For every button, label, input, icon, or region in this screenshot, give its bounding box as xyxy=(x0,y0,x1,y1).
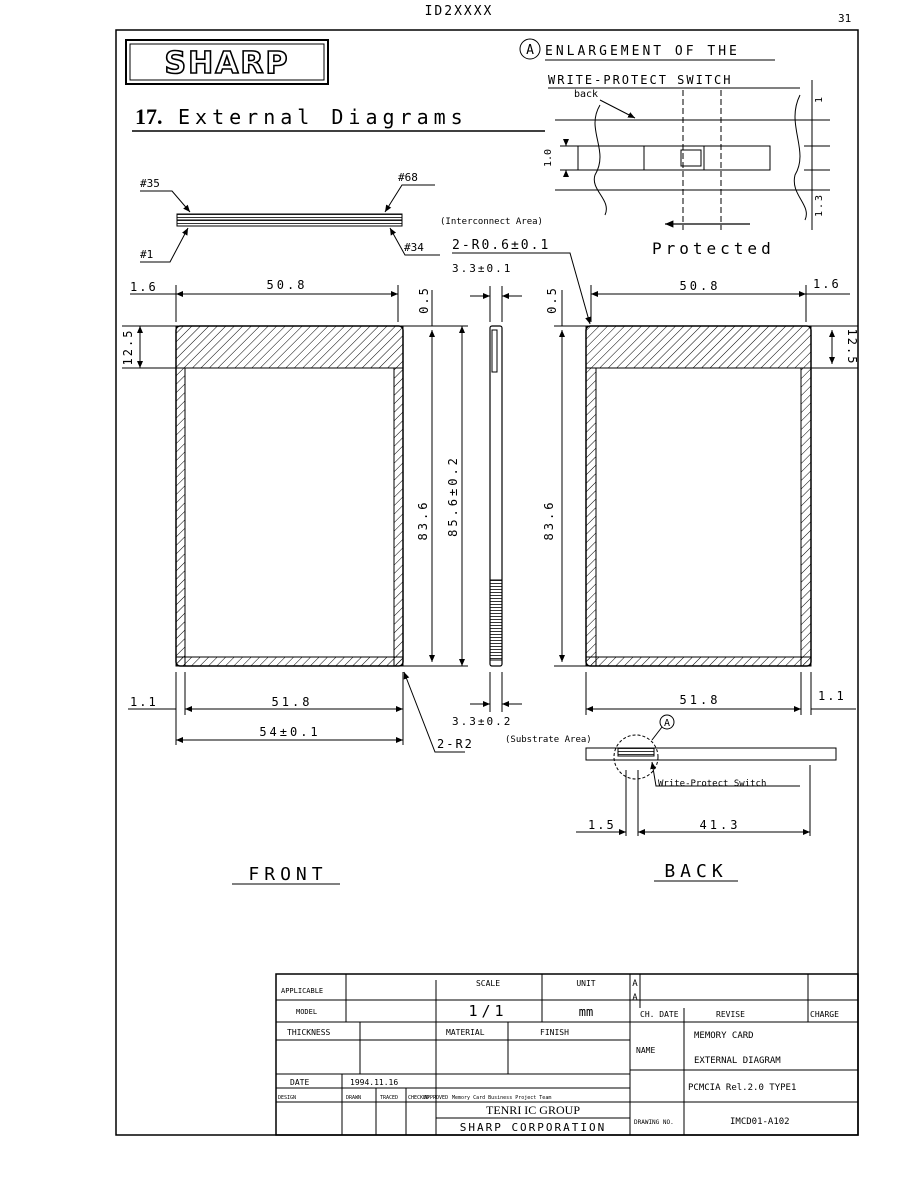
sharp-logo: SHARP xyxy=(125,39,329,85)
tb-scale-value: 1/1 xyxy=(468,1002,507,1020)
back-dim-bottom-width: 51.8 xyxy=(680,693,721,707)
tb-ch-date: CH. DATE xyxy=(640,1010,679,1019)
tb-traced: TRACED xyxy=(380,1095,398,1101)
tb-checked: CHECKED xyxy=(408,1095,429,1101)
front-dim-top-gap: 0.5 xyxy=(417,286,431,314)
tb-rev-marker2: A xyxy=(632,993,638,1003)
enlargement-dim-slot: 1.0 xyxy=(543,149,554,167)
front-dim-total-width: 54±0.1 xyxy=(259,725,320,739)
tb-revise: REVISE xyxy=(716,1010,745,1019)
front-dim-total-height: 85.6±0.2 xyxy=(446,455,460,537)
enlargement-dim-bottom: 1.3 xyxy=(814,193,825,217)
tb-team: Memory Card Business Project Team xyxy=(452,1095,551,1101)
connector-pin35: #35 xyxy=(140,177,160,190)
front-view: 50.8 1.6 12.5 83.6 85.6±0.2 0.5 51.8 1.1… xyxy=(121,278,474,885)
back-dim-right-offset: 1.6 xyxy=(813,277,841,291)
back-switch-marker: A xyxy=(664,718,670,729)
tb-date-value: 1994.11.16 xyxy=(350,1078,398,1087)
enlargement-title-line1: ENLARGEMENT OF THE xyxy=(545,44,740,59)
logo-text: SHARP xyxy=(164,46,289,81)
tb-name-label: NAME xyxy=(636,1046,655,1055)
enlargement-title-line2: WRITE-PROTECT SWITCH xyxy=(548,73,733,87)
tb-drawing-no-label: DRAWING NO. xyxy=(634,1119,674,1126)
page-number: 31 xyxy=(838,12,852,25)
tb-scale-label: SCALE xyxy=(476,979,500,988)
front-corner-radius: 2-R2 xyxy=(437,737,474,751)
side-view: 3.3±0.1 3.3±0.2 (Interconnect Area) 2-R0… xyxy=(440,217,592,745)
tb-date-label: DATE xyxy=(290,1078,309,1087)
enlargement-dim-top: 1 xyxy=(814,97,825,103)
title-block: APPLICABLE MODEL SCALE 1/1 UNIT mm A A C… xyxy=(275,973,859,1136)
side-substrate-note: (Substrate Area) xyxy=(505,735,592,745)
tb-group: TENRI IC GROUP xyxy=(486,1103,580,1117)
tb-applicable: APPLICABLE xyxy=(281,987,323,995)
front-dim-left-offset: 1.6 xyxy=(130,280,158,294)
tb-drawing-no: IMCD01-A102 xyxy=(730,1117,790,1127)
enlargement-marker: A xyxy=(526,43,534,58)
back-dim-top-width: 50.8 xyxy=(680,279,721,293)
enlargement-back-label: back xyxy=(574,89,598,100)
tb-corporation: SHARP CORPORATION xyxy=(460,1121,607,1134)
tb-drawn: DRAWN xyxy=(346,1095,361,1101)
front-dim-label-area: 12.5 xyxy=(121,329,135,366)
tb-charge: CHARGE xyxy=(810,1010,839,1019)
tb-material: MATERIAL xyxy=(446,1028,485,1037)
tb-thickness: THICKNESS xyxy=(287,1028,331,1037)
back-switch-marker-circle xyxy=(659,714,675,730)
connector-pin68: #68 xyxy=(398,171,418,184)
back-dim-switch-right: 41.3 xyxy=(700,818,741,832)
back-dim-label-area: 12.5 xyxy=(845,329,859,366)
enlargement-marker-circle xyxy=(519,38,541,60)
back-dim-inner-height: 83.6 xyxy=(542,500,556,541)
front-dim-bottom-width: 51.8 xyxy=(272,695,313,709)
connector-pin34: #34 xyxy=(404,241,424,254)
back-view: 50.8 1.6 83.6 0.5 12.5 51.8 1.1 A Write-… xyxy=(542,277,859,882)
enlargement-state: Protected xyxy=(652,239,775,258)
back-dim-switch-left: 1.5 xyxy=(588,818,616,832)
back-dim-bottom-offset: 1.1 xyxy=(818,689,846,703)
back-switch-label: Write-Protect Switch xyxy=(658,779,766,789)
tb-approved: APPROVED xyxy=(424,1095,448,1101)
write-protect-enlargement: back 1.0 1 1.3 Protected xyxy=(543,80,830,258)
connector-pin1: #1 xyxy=(140,248,153,261)
section-title: External Diagrams xyxy=(178,105,468,129)
side-thickness-top: 3.3±0.1 xyxy=(452,262,512,275)
front-label: FRONT xyxy=(248,864,327,885)
front-dim-bottom-offset: 1.1 xyxy=(130,695,158,709)
tb-unit-value: mm xyxy=(579,1005,593,1019)
section-number: 17. xyxy=(135,104,163,129)
side-interconnect-note: (Interconnect Area) xyxy=(440,217,543,227)
tb-unit-label: UNIT xyxy=(576,979,595,988)
back-dim-top-gap: 0.5 xyxy=(545,286,559,314)
back-label: BACK xyxy=(664,861,727,882)
tb-spec: PCMCIA Rel.2.0 TYPE1 xyxy=(688,1083,796,1093)
page-header: ID2XXXX xyxy=(424,4,494,19)
connector-view: #35 #68 #1 #34 xyxy=(140,171,440,263)
tb-model: MODEL xyxy=(296,1008,317,1016)
tb-name-line1: MEMORY CARD xyxy=(694,1031,754,1041)
front-dim-inner-height: 83.6 xyxy=(416,500,430,541)
side-thickness-bottom: 3.3±0.2 xyxy=(452,715,512,728)
tb-rev-marker1: A xyxy=(632,979,638,989)
tb-finish: FINISH xyxy=(540,1028,569,1037)
side-corner-radius: 2-R0.6±0.1 xyxy=(452,238,550,253)
front-dim-top-width: 50.8 xyxy=(267,278,308,292)
tb-design: DESIGN xyxy=(278,1095,296,1101)
tb-name-line2: EXTERNAL DIAGRAM xyxy=(694,1056,781,1066)
